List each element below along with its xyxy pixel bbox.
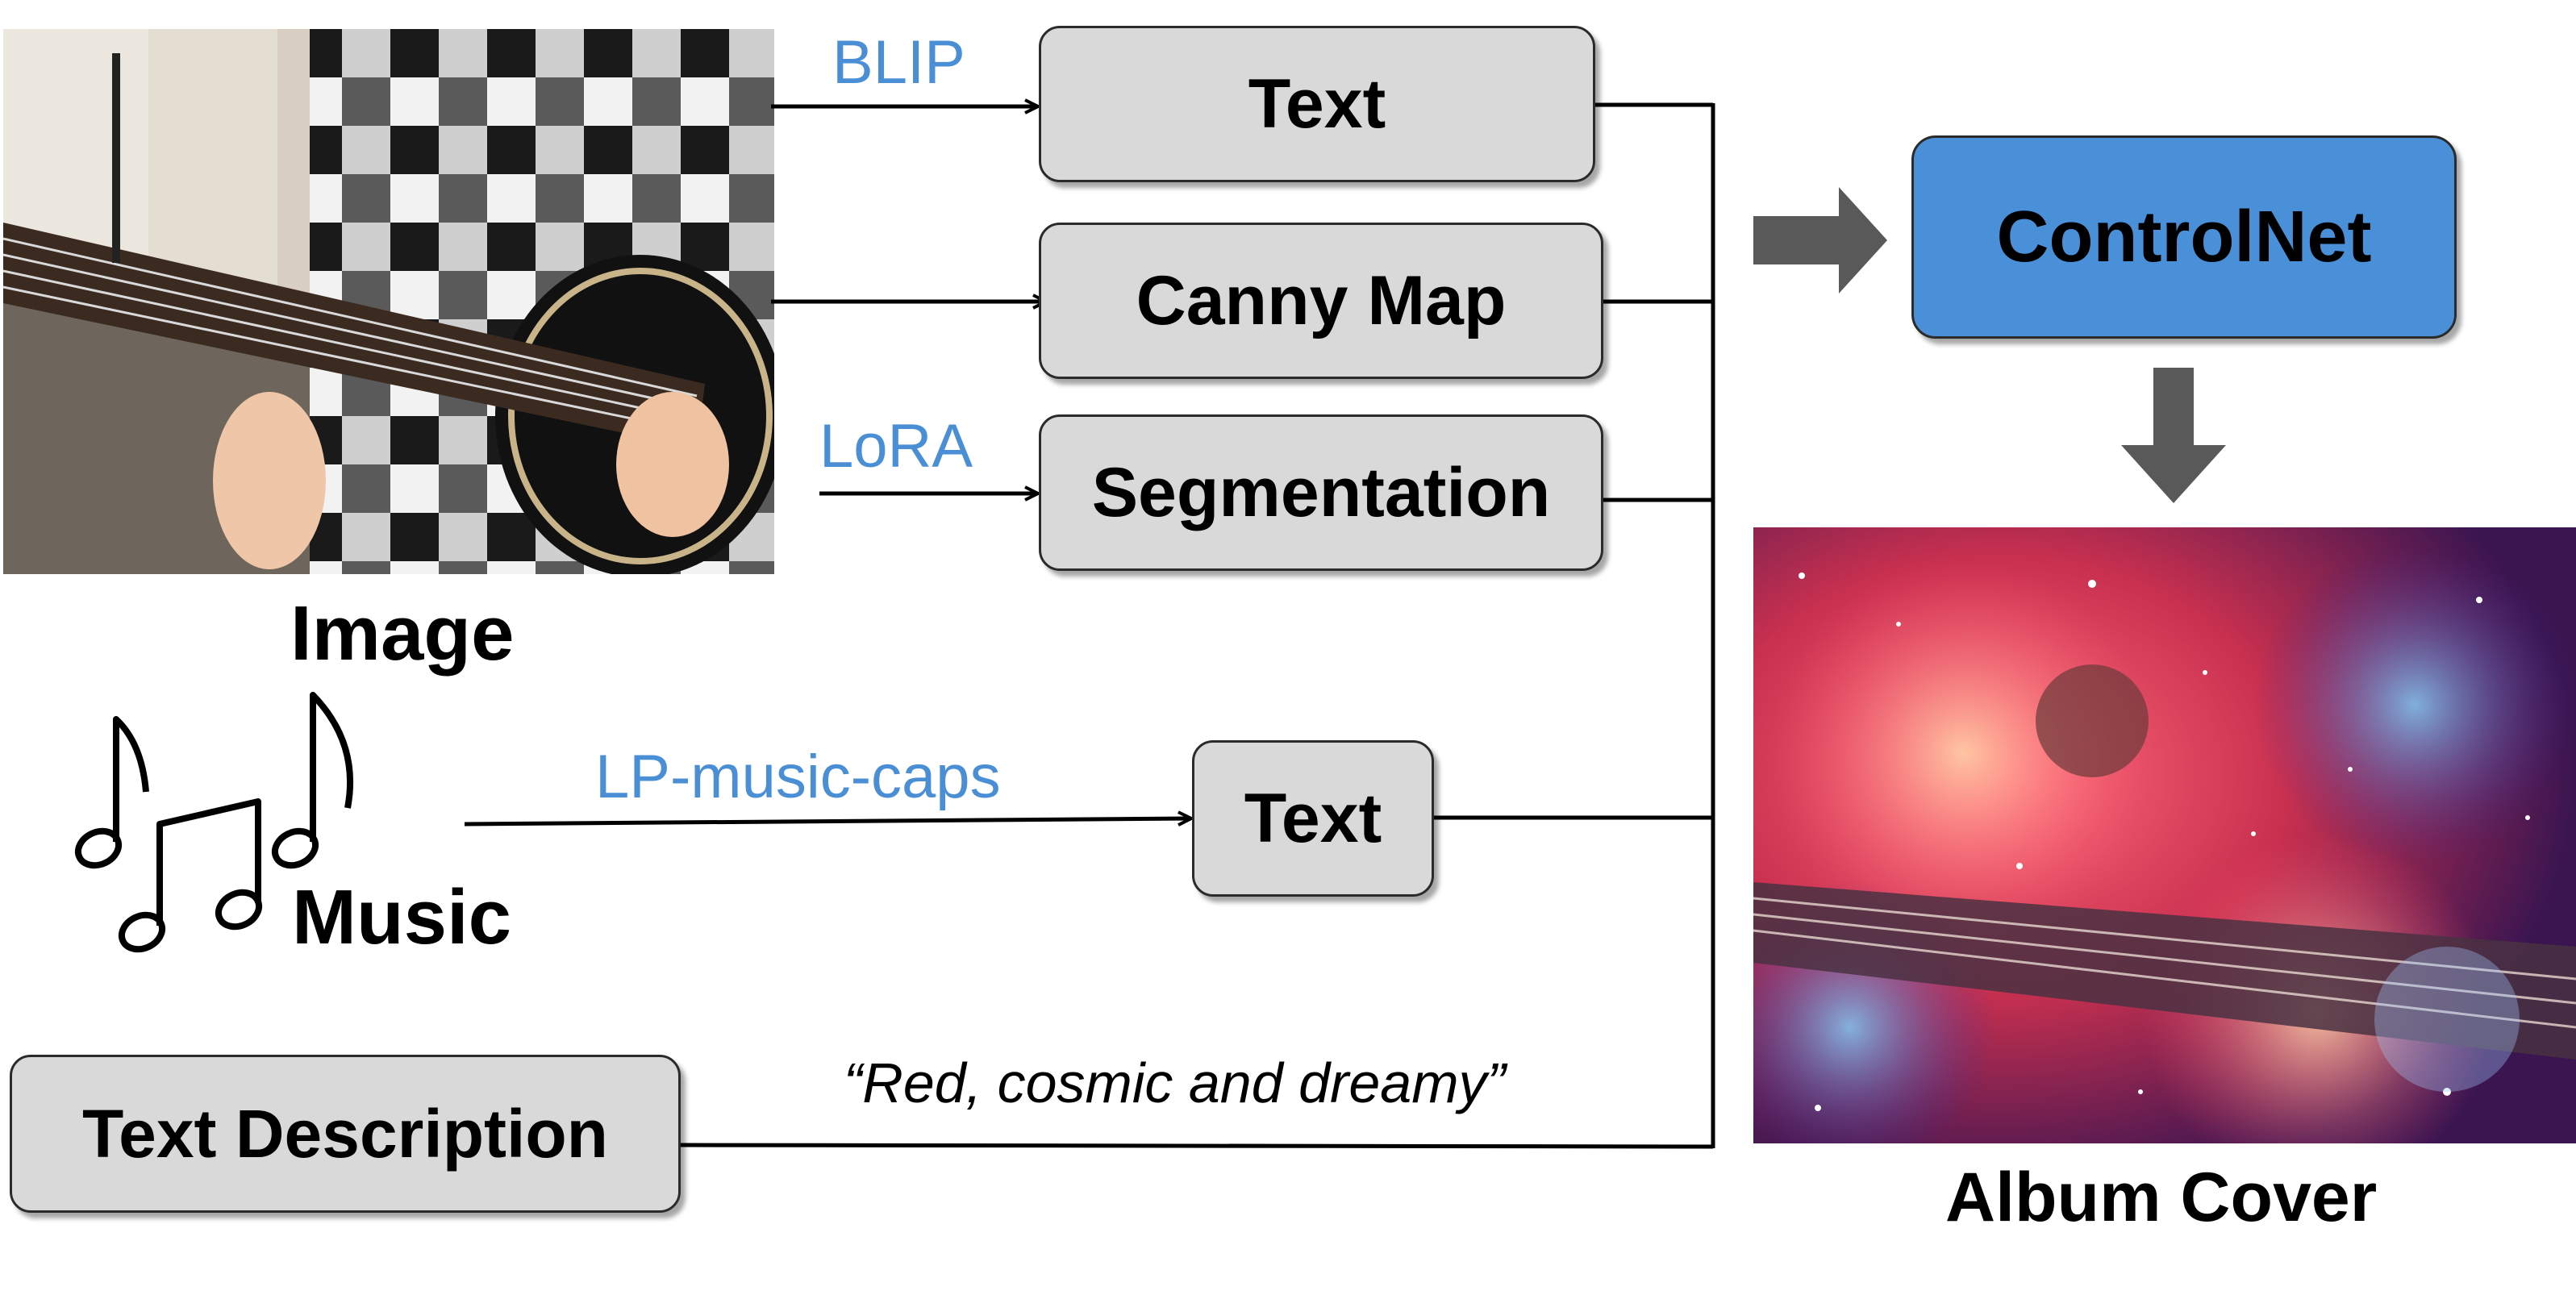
segmentation-box: Segmentation [1039,414,1603,571]
controlnet-box: ControlNet [1911,135,2457,339]
text-description-box: Text Description [10,1055,681,1213]
prompt-example-text: “Red, cosmic and dreamy” [844,1051,1506,1114]
arrow-music-to-text [464,818,1190,824]
text-box-image: Text [1039,26,1595,182]
music-notes-icon [74,692,354,953]
album-cover-art [1753,527,2576,1143]
blip-label: BLIP [832,28,965,97]
album-cover-label: Album Cover [1945,1159,2378,1236]
text-box-music: Text [1192,740,1434,897]
thick-arrow-to-album [2121,368,2226,503]
guitar-photo [3,29,774,574]
lp-music-caps-label: LP-music-caps [595,743,1001,811]
line-text-description-out [680,1143,1714,1149]
thick-arrow-to-controlnet [1753,187,1887,294]
lora-label: LoRA [819,412,973,481]
image-label: Image [290,590,515,677]
canny-map-box: Canny Map [1039,223,1603,379]
music-label: Music [292,874,512,960]
